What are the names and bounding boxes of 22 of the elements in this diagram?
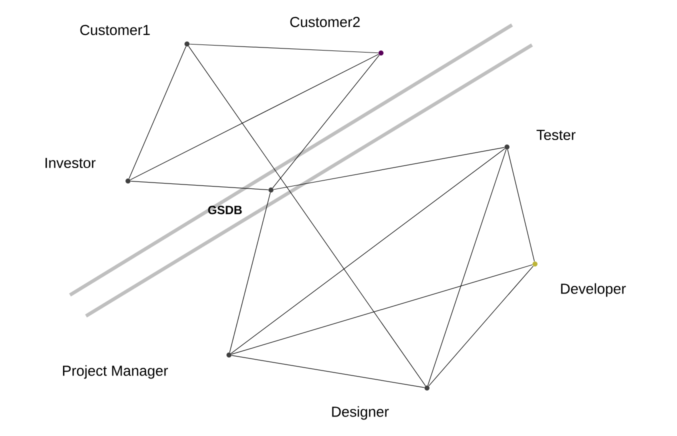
connector-line bbox=[189, 44, 379, 54]
connector-line bbox=[428, 149, 506, 386]
point-label: GSDB bbox=[208, 206, 242, 214]
connector-line bbox=[128, 46, 186, 179]
point-label: Designer bbox=[332, 406, 389, 420]
connector-line bbox=[229, 192, 271, 353]
connector-line bbox=[130, 54, 379, 180]
point-label: Customer2 bbox=[290, 16, 360, 28]
point-label: Customer1 bbox=[80, 24, 150, 36]
point-label: Developer bbox=[561, 283, 626, 297]
point-label: Project Manager bbox=[63, 365, 168, 379]
connector-line bbox=[130, 180, 269, 190]
connector-line bbox=[428, 266, 534, 386]
connector-line bbox=[507, 149, 535, 262]
connector-line bbox=[188, 46, 426, 386]
connector-line bbox=[231, 264, 533, 355]
connector-line bbox=[273, 147, 505, 190]
point-label: Investor bbox=[46, 158, 96, 168]
connector-line bbox=[272, 54, 380, 188]
connector-line bbox=[230, 148, 506, 354]
connector-line bbox=[231, 355, 425, 388]
point-label: Tester bbox=[536, 130, 576, 140]
